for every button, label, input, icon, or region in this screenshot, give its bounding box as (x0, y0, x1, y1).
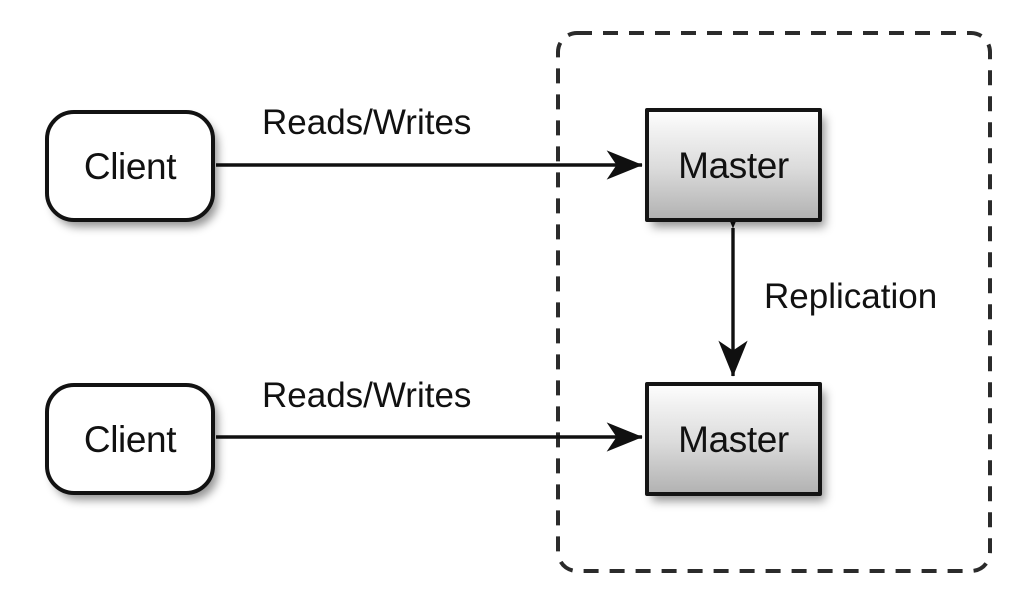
edge-label-reads-writes-bottom: Reads/Writes (262, 376, 472, 415)
node-master-top[interactable]: Master (645, 108, 822, 222)
node-master-bottom[interactable]: Master (645, 382, 822, 496)
edge-label-reads-writes-top: Reads/Writes (262, 103, 472, 142)
edge-label-replication: Replication (764, 277, 938, 316)
node-master-bottom-label: Master (678, 418, 789, 460)
node-client-top[interactable]: Client (45, 110, 215, 222)
node-client-bottom[interactable]: Client (45, 383, 215, 495)
node-client-bottom-label: Client (83, 418, 177, 460)
cluster-dashed-border (556, 31, 992, 573)
node-master-top-label: Master (678, 144, 789, 186)
node-client-top-label: Client (83, 145, 177, 187)
